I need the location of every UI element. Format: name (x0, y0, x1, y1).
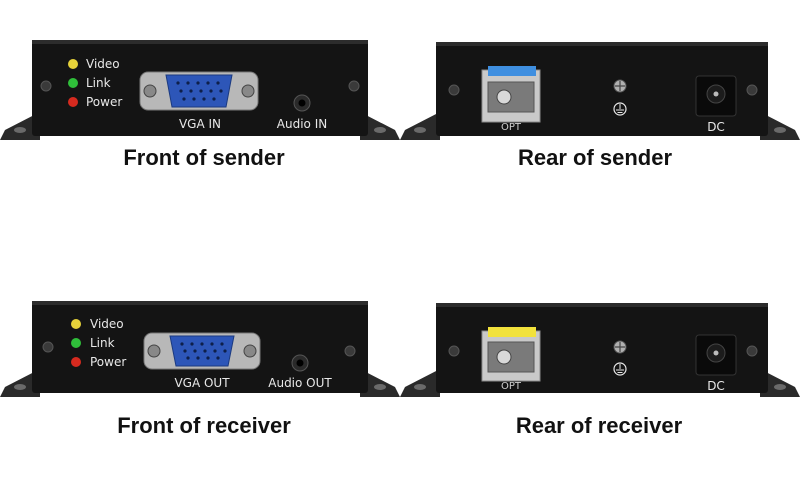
ground-symbol-icon (613, 102, 627, 116)
vga-in-label: VGA IN (179, 117, 221, 131)
screw-icon (344, 345, 356, 357)
screw-slot (615, 342, 625, 352)
sfp-yellow-tab (488, 327, 536, 337)
left-flange (0, 112, 40, 140)
left-flange (400, 369, 440, 397)
screw-icon (42, 341, 54, 353)
flange-hole (14, 127, 26, 133)
sfp-fiber-port (496, 89, 512, 105)
device-top-edge (436, 303, 768, 307)
dc-jack-pin (713, 350, 719, 356)
device-top-edge (32, 301, 368, 305)
screw-slot (615, 81, 625, 91)
receiver-front-caption: Front of receiver (117, 413, 291, 438)
led-label-power: Power (86, 95, 122, 109)
screw-icon (348, 80, 360, 92)
flange-hole (774, 127, 786, 133)
sender-rear-panel: OPT DC (400, 30, 800, 145)
led-label-power: Power (90, 355, 126, 369)
sender-front-panel: Video Link Power VGA IN Audio IN (0, 30, 400, 145)
flange-hole (14, 384, 26, 390)
video-led-icon (71, 319, 81, 329)
right-flange (760, 112, 800, 140)
ground-symbol-lines (616, 364, 624, 373)
vga-pins-icon (176, 81, 223, 101)
led-label-link: Link (90, 336, 115, 350)
audio-jack-hole (298, 99, 306, 107)
receiver-rear-caption: Rear of receiver (515, 413, 683, 438)
screw-icon (746, 84, 758, 96)
dc-jack-pin (713, 91, 719, 97)
audio-jack-hole (296, 359, 304, 367)
device-top-edge (32, 40, 368, 44)
screw-icon (746, 345, 758, 357)
led-label-link: Link (86, 76, 111, 90)
vga-screw-icon (143, 84, 157, 98)
sfp-fiber-port (496, 349, 512, 365)
screw-icon (448, 84, 460, 96)
vga-out-label: VGA OUT (174, 376, 230, 390)
led-label-video: Video (86, 57, 120, 71)
receiver-front-panel: Video Link Power VGA OUT Audio OUT (0, 295, 400, 400)
flange-hole (374, 127, 386, 133)
vga-screw-icon (243, 344, 257, 358)
receiver-front-device: Video Link Power VGA OUT Audio OUT (0, 301, 400, 397)
power-led-icon (71, 357, 81, 367)
right-flange (360, 112, 400, 140)
screw-icon (40, 80, 52, 92)
flange-hole (414, 127, 426, 133)
flange-hole (774, 384, 786, 390)
left-flange (400, 112, 440, 140)
ground-symbol-icon (613, 362, 627, 376)
vga-screw-icon (241, 84, 255, 98)
audio-out-label: Audio OUT (268, 376, 332, 390)
video-led-icon (68, 59, 78, 69)
sender-rear-caption: Rear of sender (517, 145, 673, 170)
vga-pins-icon (180, 342, 227, 360)
right-flange (760, 369, 800, 397)
flange-hole (374, 384, 386, 390)
ground-symbol-lines (616, 104, 624, 113)
sender-front-caption: Front of sender (123, 145, 285, 170)
right-flange (360, 369, 400, 397)
sender-rear-device: OPT DC (400, 42, 800, 140)
opt-label: OPT (501, 381, 522, 392)
flange-hole (414, 384, 426, 390)
vga-screw-icon (147, 344, 161, 358)
screw-icon (448, 345, 460, 357)
receiver-rear-device: OPT DC (400, 303, 800, 397)
left-flange (0, 369, 40, 397)
opt-label: OPT (501, 122, 522, 133)
dc-label: DC (707, 120, 725, 134)
link-led-icon (71, 338, 81, 348)
receiver-rear-panel: OPT DC (400, 295, 800, 400)
audio-in-label: Audio IN (277, 117, 327, 131)
device-top-edge (436, 42, 768, 46)
sender-front-device: Video Link Power VGA IN Audio IN (0, 40, 400, 140)
link-led-icon (68, 78, 78, 88)
sfp-blue-tab (488, 66, 536, 76)
power-led-icon (68, 97, 78, 107)
led-label-video: Video (90, 317, 124, 331)
dc-label: DC (707, 379, 725, 393)
